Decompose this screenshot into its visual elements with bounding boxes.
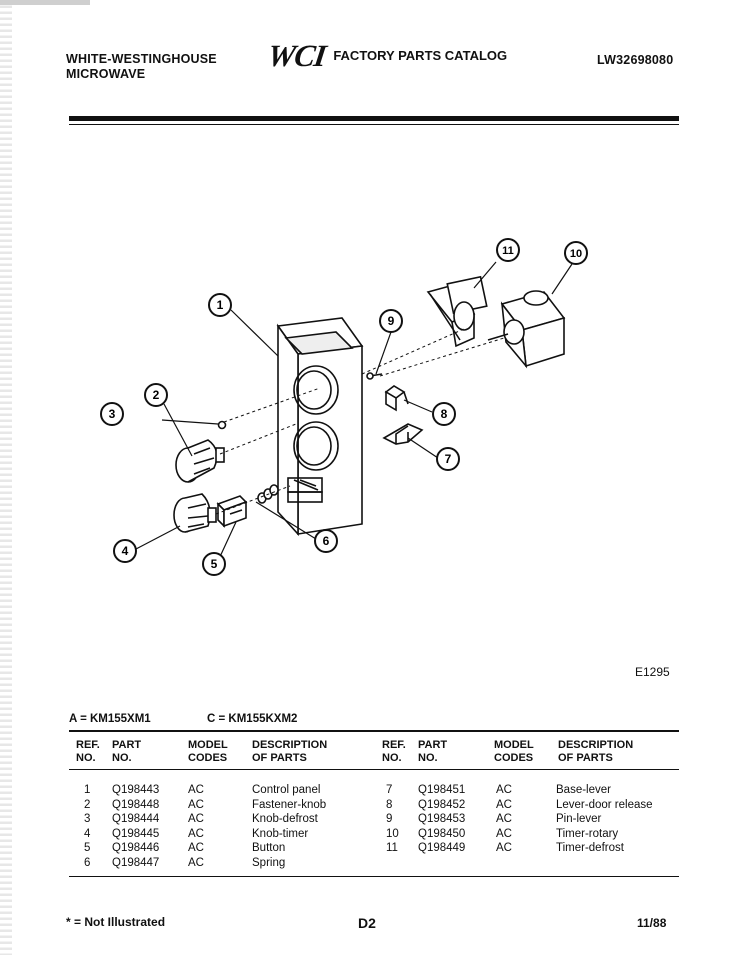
svg-text:5: 5 bbox=[211, 557, 218, 571]
header-rule-thin bbox=[69, 124, 679, 125]
svg-text:6: 6 bbox=[323, 534, 330, 548]
callout-10: 10 bbox=[564, 241, 588, 265]
base-lever-drawing bbox=[382, 423, 424, 445]
svg-text:1: 1 bbox=[217, 298, 224, 312]
diagram-code: E1295 bbox=[635, 665, 670, 679]
brand-line-1: WHITE-WESTINGHOUSE bbox=[66, 52, 217, 66]
knob-defrost-drawing bbox=[175, 439, 225, 483]
callout-9: 9 bbox=[379, 309, 403, 333]
not-illustrated-note: * = Not Illustrated bbox=[66, 915, 166, 929]
callout-6: 6 bbox=[314, 529, 338, 553]
callout-8: 8 bbox=[432, 402, 456, 426]
scan-edge-left bbox=[0, 0, 12, 955]
brand-line-2: MICROWAVE bbox=[66, 67, 146, 81]
pin-lever-drawing bbox=[366, 372, 383, 380]
callout-2: 2 bbox=[144, 383, 168, 407]
svg-text:8: 8 bbox=[441, 407, 448, 421]
callout-4: 4 bbox=[113, 539, 137, 563]
lever-door-release-drawing bbox=[384, 385, 409, 412]
control-panel-drawing bbox=[276, 317, 364, 537]
svg-text:11: 11 bbox=[502, 245, 514, 257]
button-drawing bbox=[216, 495, 248, 528]
timer-rotary-drawing bbox=[487, 290, 566, 369]
header-rule bbox=[69, 116, 679, 121]
callout-11: 11 bbox=[496, 238, 520, 262]
table-bottom-rule bbox=[69, 876, 679, 877]
svg-text:2: 2 bbox=[153, 388, 160, 402]
callout-1: 1 bbox=[208, 293, 232, 317]
knob-timer-drawing bbox=[173, 493, 217, 533]
table-header-rule bbox=[69, 769, 679, 770]
timer-defrost-drawing bbox=[426, 275, 488, 348]
callout-5: 5 bbox=[202, 552, 226, 576]
catalog-number: LW32698080 bbox=[597, 53, 674, 67]
exploded-parts-diagram: 1 2 3 4 5 6 7 8 9 10 11 bbox=[100, 238, 588, 576]
svg-text:4: 4 bbox=[122, 544, 129, 558]
page-number: D2 bbox=[358, 915, 376, 931]
model-c: C = KM155KXM2 bbox=[207, 713, 298, 725]
catalog-header: WCI FACTORY PARTS CATALOG bbox=[265, 38, 508, 73]
header-ref-left: REF.NO. bbox=[76, 739, 100, 764]
svg-text:9: 9 bbox=[388, 314, 395, 328]
svg-text:7: 7 bbox=[445, 452, 452, 466]
callout-3: 3 bbox=[100, 402, 124, 426]
scan-edge-top bbox=[0, 0, 90, 5]
svg-text:3: 3 bbox=[109, 407, 116, 421]
table-top-rule bbox=[69, 730, 679, 732]
catalog-date: 11/88 bbox=[637, 916, 667, 930]
wci-logo: WCI bbox=[265, 38, 328, 73]
catalog-title: FACTORY PARTS CATALOG bbox=[333, 48, 508, 63]
callout-7: 7 bbox=[436, 447, 460, 471]
model-a: A = KM155XM1 bbox=[69, 713, 151, 725]
header-ref-right: REF.NO. bbox=[382, 739, 406, 764]
svg-text:10: 10 bbox=[570, 248, 582, 260]
